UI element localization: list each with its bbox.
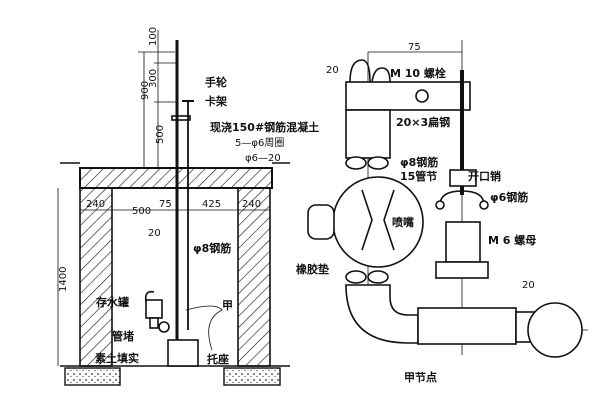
right-wall xyxy=(237,187,271,367)
support-block xyxy=(167,339,199,367)
side-pipe xyxy=(307,204,335,240)
detail-title: 甲节点 xyxy=(404,370,437,384)
label-clamp: 卡架 xyxy=(205,94,227,108)
label-slab: 现浇150#钢筋混凝土 xyxy=(210,120,319,134)
dim-20-right: 20 xyxy=(522,280,535,291)
left-footing xyxy=(64,367,121,386)
dim-20: 20 xyxy=(148,228,161,239)
right-footing xyxy=(223,367,281,386)
label-support: 托座 xyxy=(207,352,229,366)
label-gasket: 橡胶垫 xyxy=(296,262,329,276)
label-rebar-detail: φ8钢筋 xyxy=(400,155,438,169)
valve-bonnet xyxy=(445,221,481,263)
dim-75: 75 xyxy=(159,199,172,210)
label-plug: 管堵 xyxy=(112,329,134,343)
water-tank xyxy=(145,299,163,319)
dim-1400: 1400 xyxy=(58,267,69,292)
left-wall xyxy=(79,187,113,367)
dim-500-vertical: 500 xyxy=(155,125,166,144)
clamp-mark xyxy=(171,115,191,121)
detail-callout xyxy=(185,305,223,351)
label-nut: M 6 螺母 xyxy=(488,233,536,247)
dim-240-right: 240 xyxy=(242,199,261,210)
label-rebar: φ8钢筋 xyxy=(193,241,231,255)
nozzle xyxy=(361,189,395,251)
pipe-upper xyxy=(345,109,391,159)
label-nozzle: 喷嘴 xyxy=(392,215,414,229)
pipe-top-break xyxy=(349,59,391,83)
u-bar xyxy=(439,190,485,206)
dim-240-left: 240 xyxy=(86,199,105,210)
label-bar-spacing: φ6—20 xyxy=(245,153,281,164)
label-pipe-joint: 15管节 xyxy=(400,169,437,183)
dim-900: 900 xyxy=(140,81,151,100)
label-fill: 素土填实 xyxy=(95,351,139,365)
dim-100: 100 xyxy=(148,27,159,46)
pipe-joint xyxy=(449,169,477,187)
label-bolt: M 10 螺栓 xyxy=(390,66,446,80)
label-ring-bar: 5—φ6周圈 xyxy=(235,137,284,149)
node-a-detail: 75 20 M 10 螺栓 20×3扁钢 φ8钢筋 15管节 开口销 φ6钢筋 … xyxy=(296,40,588,384)
pit-section: 100 300 900 500 240 500 75 425 240 20 14… xyxy=(57,27,319,386)
elbow xyxy=(345,284,419,344)
pipe-section-circle xyxy=(527,302,583,358)
label-water-tank: 存水罐 xyxy=(96,295,129,309)
label-handwheel: 手轮 xyxy=(205,75,227,89)
flat-steel-bracket xyxy=(345,81,471,111)
dim-300: 300 xyxy=(148,69,159,88)
dim-500-horizontal: 500 xyxy=(132,206,151,217)
label-cotter-pin: 开口销 xyxy=(468,169,501,183)
dim-425: 425 xyxy=(202,199,221,210)
pipe-plug xyxy=(149,317,159,329)
label-flat-steel: 20×3扁钢 xyxy=(396,115,450,129)
label-node-a: 甲 xyxy=(222,299,233,312)
label-rebar6: φ6钢筋 xyxy=(490,190,528,204)
bolt-icon xyxy=(415,89,429,103)
dim-20-top: 20 xyxy=(326,65,339,76)
valve-collar xyxy=(435,261,489,279)
valve-body xyxy=(417,307,517,345)
dim-75-detail: 75 xyxy=(408,42,421,53)
